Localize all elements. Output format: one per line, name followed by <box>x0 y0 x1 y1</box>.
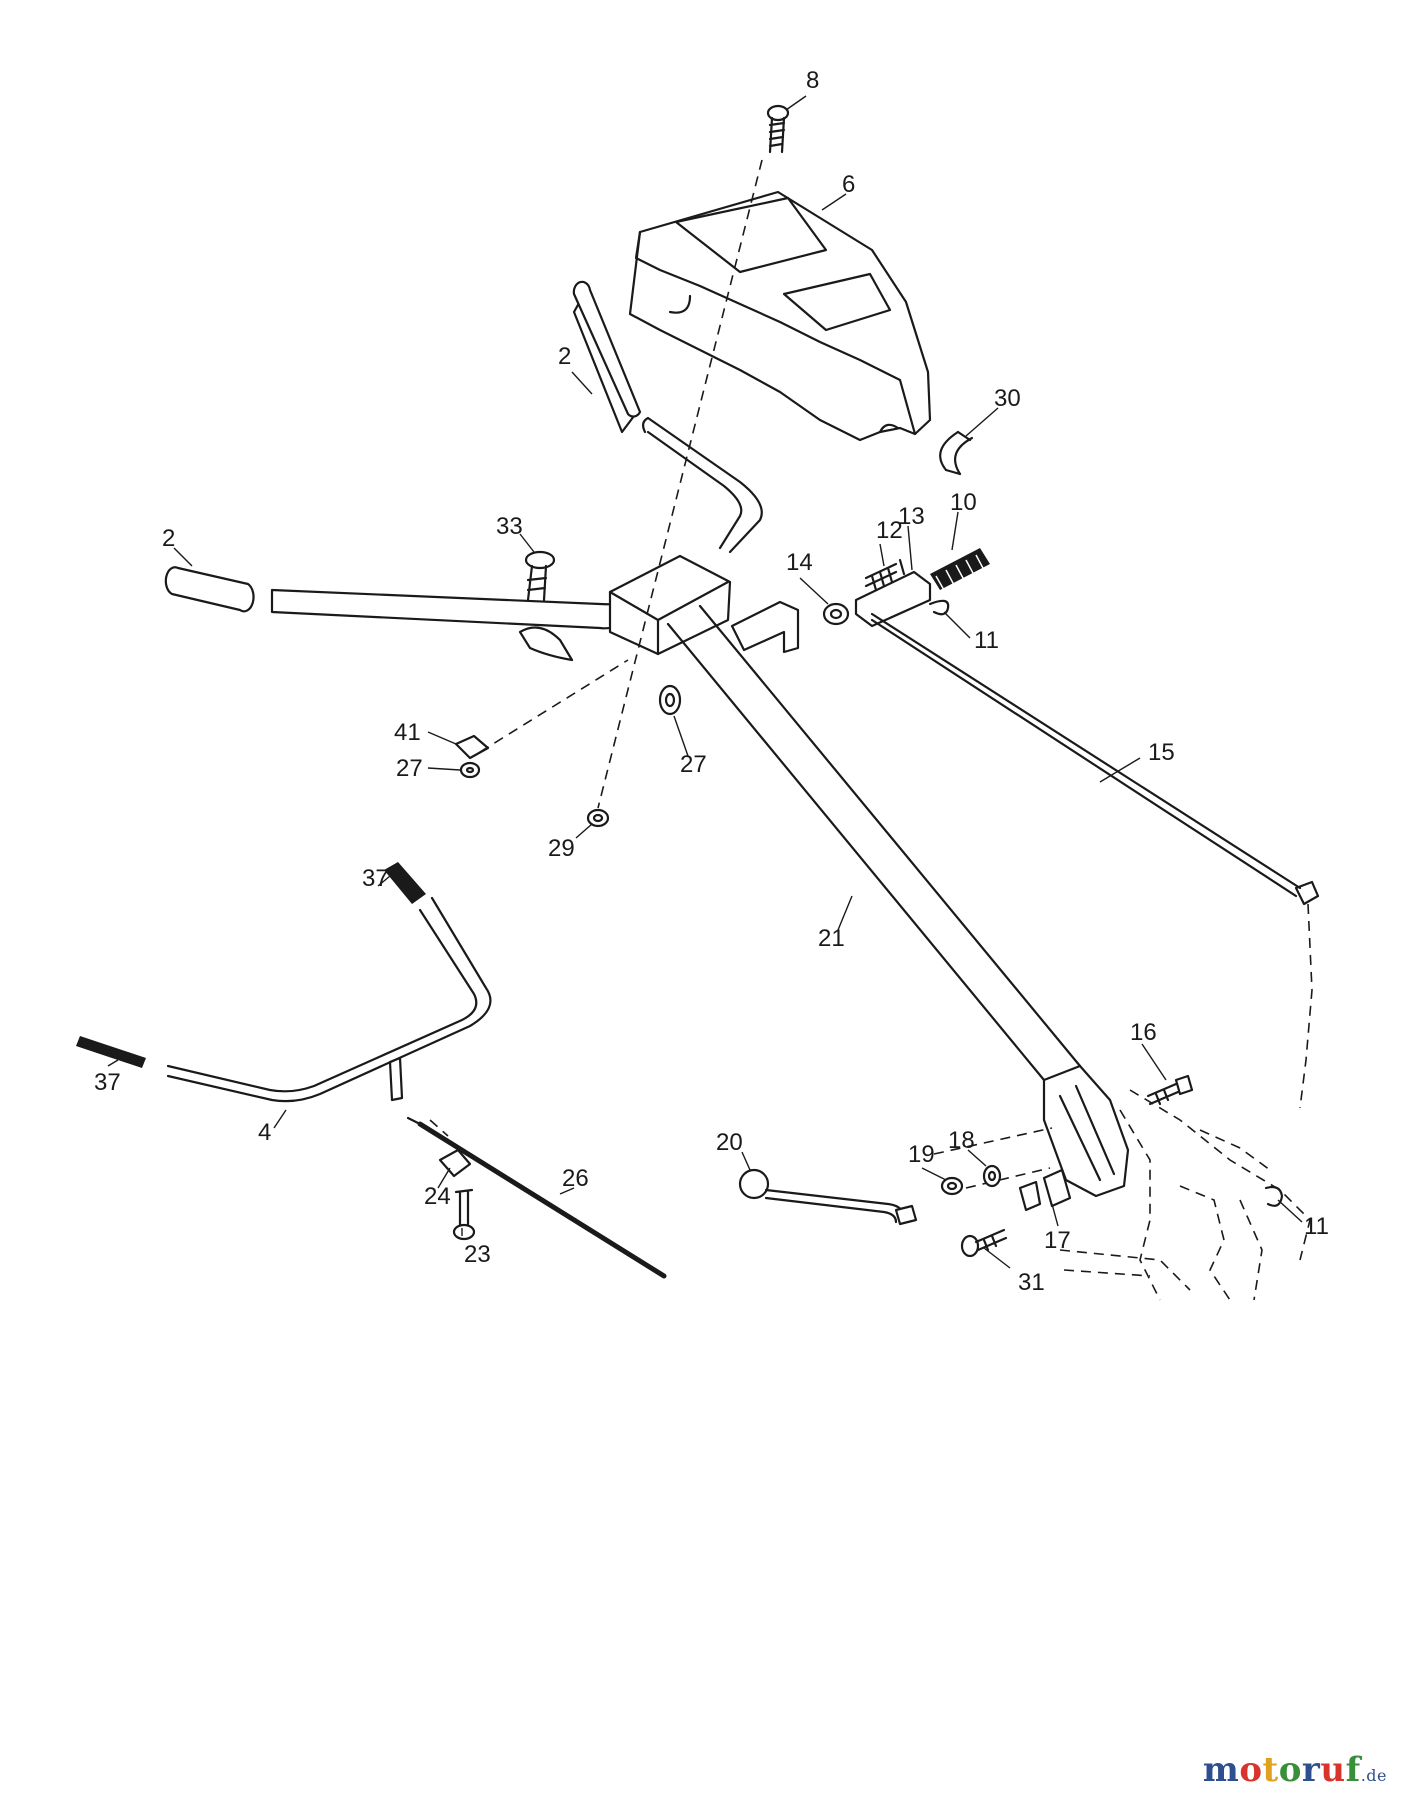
callout-6: 6 <box>842 171 855 198</box>
part-11-hairpin-upper <box>928 599 950 616</box>
part-2-handle-grip-right <box>572 280 642 434</box>
callout-30: 30 <box>994 385 1021 412</box>
callout-17: 17 <box>1044 1227 1071 1254</box>
watermark-suffix: .de <box>1360 1766 1387 1785</box>
watermark-letter: u <box>1320 1750 1346 1790</box>
callout-18: 18 <box>948 1127 975 1154</box>
leader-lines <box>107 95 1303 1269</box>
part-4-bail-bar <box>166 896 492 1103</box>
callout-12: 12 <box>876 517 903 544</box>
callout-19: 19 <box>908 1141 935 1168</box>
part-37-grip-left <box>76 1036 146 1068</box>
callout-29: 29 <box>548 835 575 862</box>
part-37-grip-upper <box>384 862 426 904</box>
part-24-clip <box>438 1148 472 1178</box>
callout-4: 4 <box>258 1119 271 1146</box>
part-14-spacer <box>822 602 850 626</box>
watermark-letter: m <box>1202 1750 1240 1790</box>
callout-labels: 8 6 2 30 2 33 10 12 13 14 11 41 27 27 15… <box>94 67 1329 1296</box>
watermark-letter: t <box>1262 1750 1279 1790</box>
callout-13: 13 <box>898 503 925 530</box>
callout-20: 20 <box>716 1129 743 1156</box>
callout-11-upper: 11 <box>974 627 999 654</box>
part-11-hairpin-lower <box>1264 1185 1284 1207</box>
part-15-control-rod <box>870 612 1320 1109</box>
callout-14: 14 <box>786 549 813 576</box>
callout-21: 21 <box>818 925 845 952</box>
callout-31: 31 <box>1018 1269 1045 1296</box>
part-2-handle-grip-left <box>164 566 255 613</box>
watermark-letter: r <box>1301 1750 1321 1790</box>
part-33-carriage-bolt <box>524 550 556 602</box>
tiller-body-outline <box>1059 1089 1311 1301</box>
part-29-washer <box>586 808 610 828</box>
callout-37-left: 37 <box>94 1069 121 1096</box>
callout-15: 15 <box>1148 739 1175 766</box>
part-20-shift-lever <box>738 1168 918 1226</box>
part-27-nut-left <box>459 761 481 779</box>
callout-8: 8 <box>806 67 819 94</box>
callout-41: 41 <box>394 719 421 746</box>
part-8-screw <box>766 104 790 154</box>
part-26-cable <box>406 1116 667 1279</box>
part-18-nut <box>982 1164 1002 1188</box>
part-23-shoulder-bolt <box>452 1188 476 1241</box>
watermark-letter: f <box>1345 1750 1361 1790</box>
part-27-nut-upper <box>658 684 682 716</box>
callout-37-upper: 37 <box>362 865 389 892</box>
callout-26: 26 <box>562 1165 589 1192</box>
watermark-letter: o <box>1278 1750 1302 1790</box>
part-21-handle-column <box>608 554 1130 1198</box>
watermark-letter: o <box>1239 1750 1263 1790</box>
callout-11-lower: 11 <box>1304 1213 1329 1240</box>
part-41-clip <box>454 734 490 760</box>
watermark-letters: motoruf <box>1203 1750 1361 1790</box>
part-12-bolt <box>864 558 906 592</box>
part-10-lever-grip <box>930 548 990 591</box>
part-31-bolt <box>960 1228 1008 1258</box>
part-30-clip <box>939 430 974 476</box>
callout-33: 33 <box>496 513 523 540</box>
part-17-shift-plate <box>1018 1168 1072 1212</box>
callout-23: 23 <box>464 1241 491 1268</box>
part-16-bolt <box>1146 1074 1194 1106</box>
callout-10: 10 <box>950 489 977 516</box>
callout-16: 16 <box>1130 1019 1157 1046</box>
callout-2-left: 2 <box>162 525 175 552</box>
callout-2-upper: 2 <box>558 343 571 370</box>
assembly-dashed-lines <box>429 159 1053 1189</box>
motoruf-watermark-logo: motoruf.de <box>1203 1750 1387 1790</box>
part-19-washer <box>940 1176 964 1196</box>
callout-27-left: 27 <box>396 755 423 782</box>
part-13-lever-bracket <box>854 570 932 628</box>
part-6-console-housing <box>628 190 932 442</box>
callout-24: 24 <box>424 1183 451 1210</box>
callout-27-upper: 27 <box>680 751 707 778</box>
